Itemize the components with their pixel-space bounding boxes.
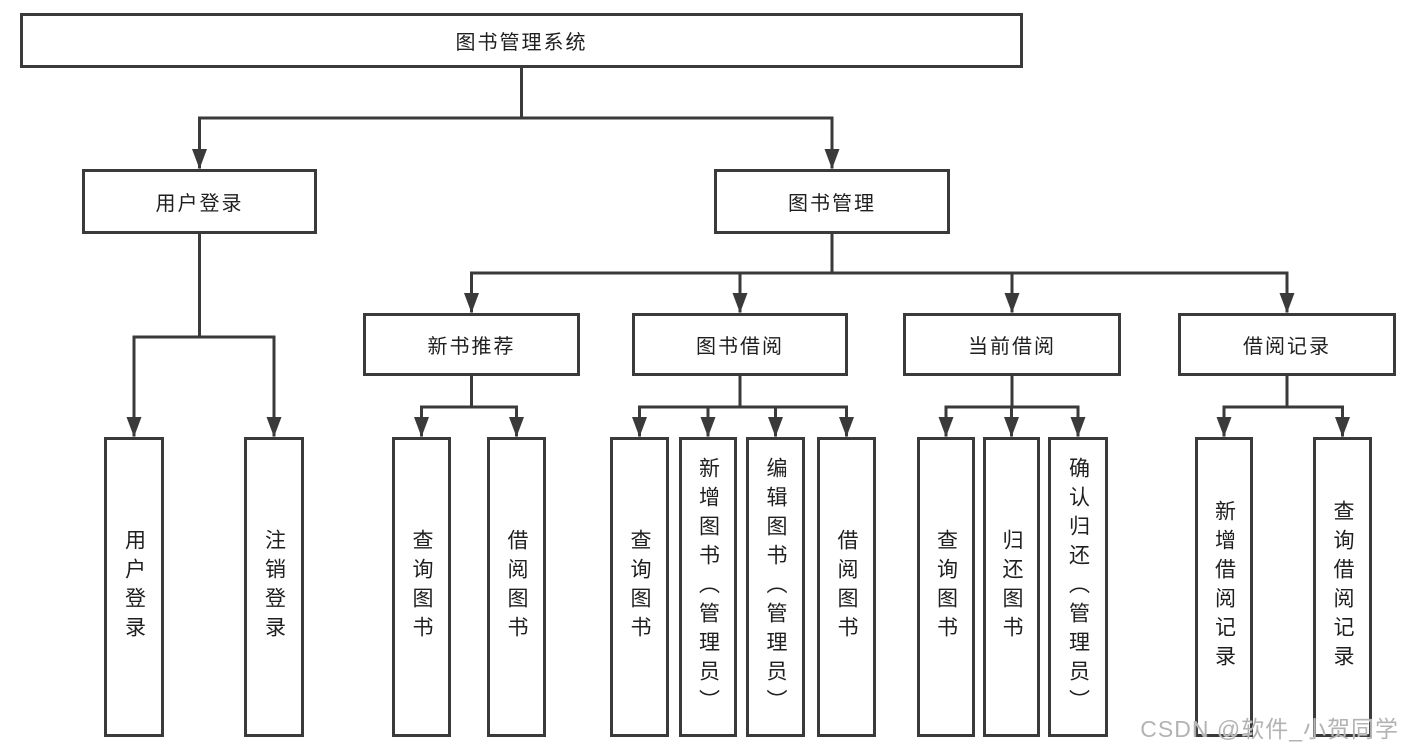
connectors-book-borrowing [632, 374, 854, 437]
connectors-root [192, 66, 840, 169]
node-query-books-current: 查询图书 [917, 437, 975, 737]
node-user-login-leaf: 用户登录 [104, 437, 164, 737]
node-add-borrow-record: 新增借阅记录 [1195, 437, 1253, 737]
node-new-book-recommendation: 新书推荐 [363, 313, 580, 376]
node-confirm-return-admin: 确认归还（管理员） [1048, 437, 1108, 737]
connectors-user-login [126, 232, 282, 437]
connectors-new-book-recommendation [414, 374, 524, 437]
node-edit-books-admin: 编辑图书（管理员） [746, 437, 805, 737]
node-user-login: 用户登录 [82, 169, 317, 234]
node-query-borrow-record: 查询借阅记录 [1313, 437, 1372, 737]
node-borrow-books-recommend: 借阅图书 [487, 437, 546, 737]
connectors-borrowing-records [1216, 374, 1350, 437]
watermark: CSDN @软件_小贺同学 [1140, 716, 1399, 742]
node-add-books-admin: 新增图书（管理员） [679, 437, 737, 737]
connectors-book-management [464, 232, 1295, 313]
node-book-borrowing: 图书借阅 [632, 313, 848, 376]
node-logout: 注销登录 [244, 437, 304, 737]
node-borrowing-records: 借阅记录 [1178, 313, 1396, 376]
connectors-current-borrowing [938, 374, 1086, 437]
node-book-management: 图书管理 [714, 169, 950, 234]
node-query-books-recommend: 查询图书 [392, 437, 451, 737]
node-return-books: 归还图书 [983, 437, 1040, 737]
node-current-borrowing: 当前借阅 [903, 313, 1121, 376]
node-borrow-books-borrowing: 借阅图书 [817, 437, 876, 737]
node-query-books-borrowing: 查询图书 [610, 437, 669, 737]
node-root: 图书管理系统 [20, 13, 1023, 68]
